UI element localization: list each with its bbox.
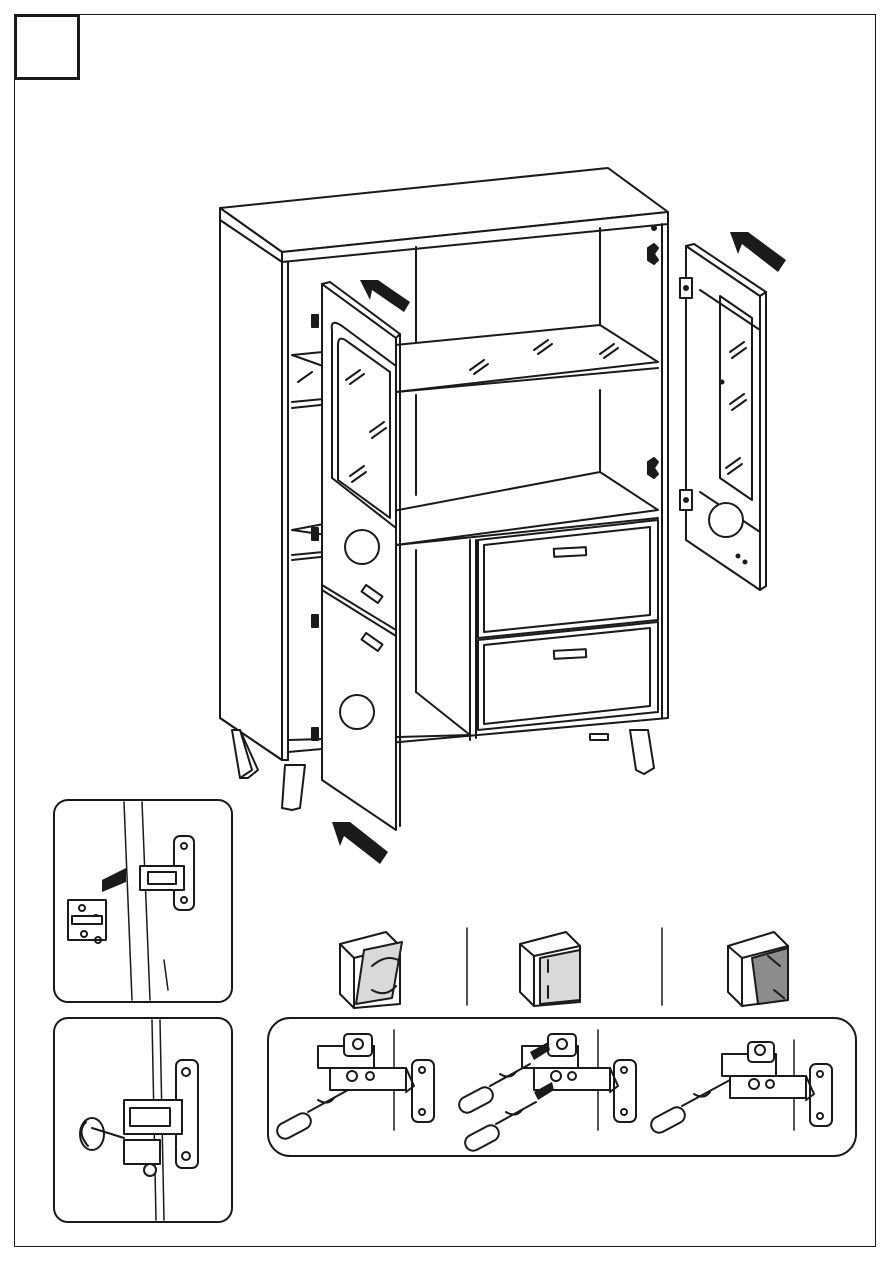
right-door	[680, 244, 766, 590]
hinge-adjustment-panel	[268, 1018, 856, 1156]
adjust-tilt-icon	[340, 932, 402, 1008]
adjust-depth-icon	[728, 932, 788, 1006]
left-door	[322, 282, 400, 830]
door-right-arrow-icon	[730, 232, 786, 272]
hinge-detach-detail	[54, 800, 232, 1002]
cabinet-assembly-illustration	[220, 168, 668, 810]
adjust-height-icon	[520, 932, 580, 1006]
hinge-screw-detail	[54, 1018, 232, 1222]
